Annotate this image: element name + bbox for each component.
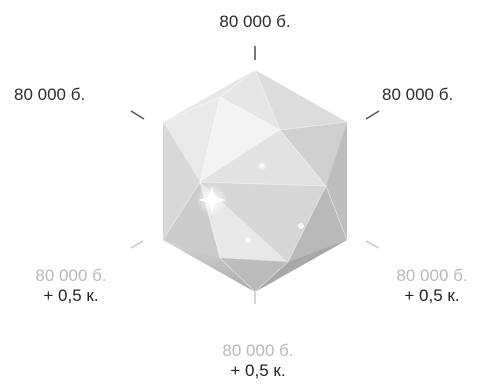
bonus-amount: + 0,5 к. [198, 361, 318, 381]
reward-label-lower-right: 80 000 б. + 0,5 к. [380, 266, 484, 306]
points-amount: 80 000 б. [382, 85, 482, 105]
points-amount: 80 000 б. [198, 341, 318, 361]
points-amount: 80 000 б. [205, 12, 305, 32]
points-amount: 80 000 б. [14, 85, 126, 105]
reward-label-lower-left: 80 000 б. + 0,5 к. [12, 266, 130, 306]
points-amount: 80 000 б. [12, 266, 130, 286]
bonus-amount: + 0,5 к. [380, 286, 484, 306]
reward-label-upper-left: 80 000 б. [14, 85, 126, 105]
reward-label-top: 80 000 б. [205, 12, 305, 32]
reward-label-upper-right: 80 000 б. [382, 85, 482, 105]
points-amount: 80 000 б. [380, 266, 484, 286]
bonus-amount: + 0,5 к. [12, 286, 130, 306]
reward-label-bottom: 80 000 б. + 0,5 к. [198, 341, 318, 381]
